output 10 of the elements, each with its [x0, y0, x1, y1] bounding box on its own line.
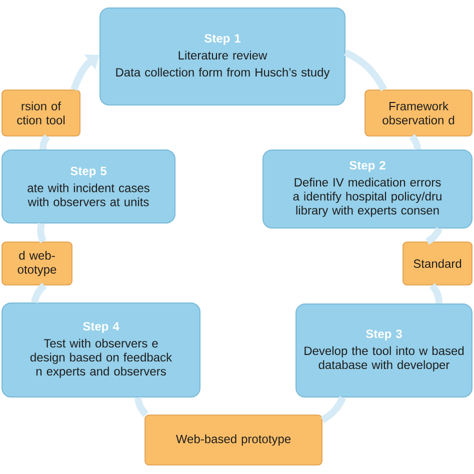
step-box: Step 3 Develop the tool into w based database with developer: [296, 304, 472, 398]
output-box: Standard: [402, 242, 472, 286]
output-box: d web- ototype: [2, 242, 72, 286]
output-box: Framework observation d: [364, 90, 472, 136]
output-box: Web-based prototype: [144, 414, 322, 466]
output-box: rsion of ction tool: [2, 90, 80, 136]
step-box: Step 2 Define IV medication errors a identify hospital policy/dru library with experts consen: [262, 150, 472, 228]
step-box: Step 4 Test with observers e design based on feedback n experts and observers: [2, 302, 200, 398]
step-box: Step 5 ate with incident cases with observers at units: [2, 150, 176, 224]
step-box: Step 1 Literature review Data collection form from Husch’s study: [100, 8, 346, 106]
